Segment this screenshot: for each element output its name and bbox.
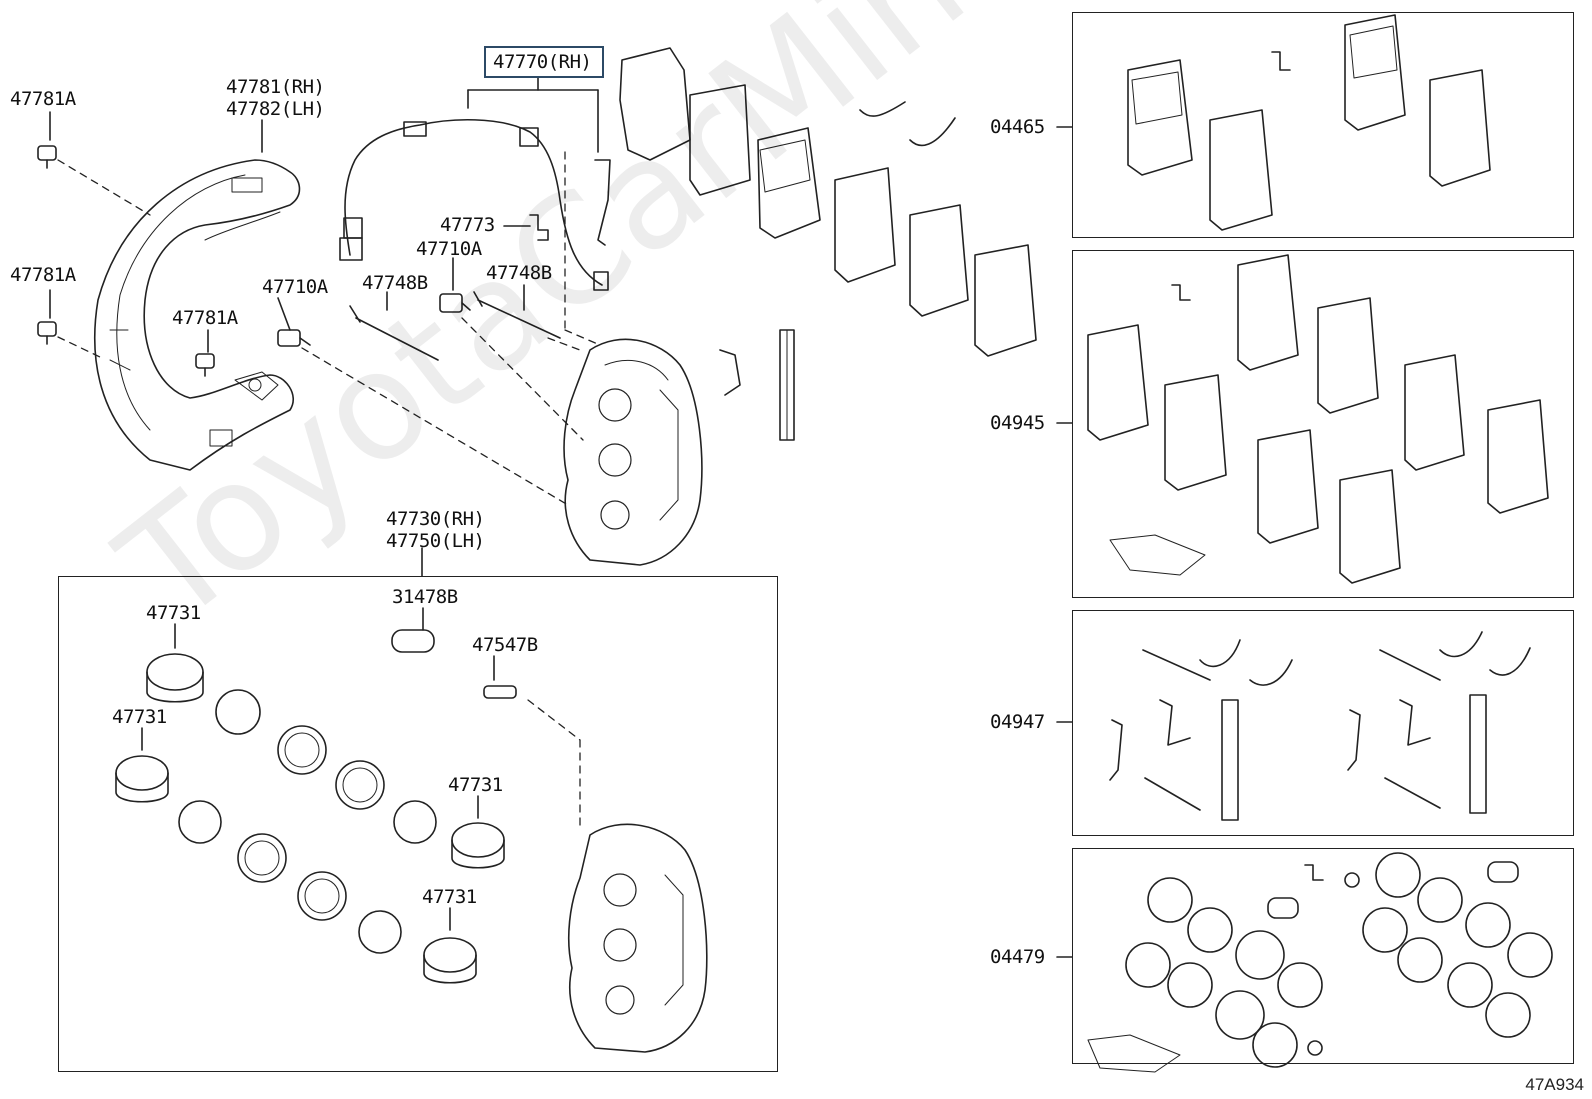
label-47731-2[interactable]: 47731 [112, 706, 167, 728]
label-47710a-1[interactable]: 47710A [416, 238, 482, 260]
label-47731-1[interactable]: 47731 [146, 602, 201, 624]
box-04465 [1072, 12, 1574, 238]
bolt-47710a-2 [439, 293, 471, 313]
diagram-code: 47A934 [1525, 1075, 1584, 1094]
leader-lines [49, 77, 1073, 958]
highlight-47770 [484, 46, 604, 78]
caliper-lower [567, 823, 708, 1053]
label-47770-rh[interactable]: 47770(RH) [493, 51, 592, 73]
bolt-47781a-2 [37, 321, 57, 345]
label-04465[interactable]: 04465 [990, 116, 1045, 138]
kit-04465-parts [1127, 14, 1491, 231]
bolt-47710a-1 [277, 329, 311, 347]
box-04479 [1072, 848, 1574, 1064]
label-47730-rh[interactable]: 47730(RH) [386, 508, 485, 530]
label-47782-lh[interactable]: 47782(LH) [226, 98, 325, 120]
label-31478b[interactable]: 31478B [392, 586, 458, 608]
pads-upper-center [619, 47, 1037, 441]
label-47748b-1[interactable]: 47748B [362, 272, 428, 294]
pistons-and-seals [115, 629, 517, 984]
kit-04945-parts [1087, 254, 1549, 584]
box-04947 [1072, 610, 1574, 836]
label-47748b-2[interactable]: 47748B [486, 262, 552, 284]
bolt-47781a-3 [195, 353, 215, 377]
label-04947[interactable]: 04947 [990, 711, 1045, 733]
caliper-upper [563, 338, 703, 566]
wear-sensor-wire [339, 118, 609, 291]
box-caliper-kit [58, 576, 778, 1072]
label-47781a-3[interactable]: 47781A [172, 307, 238, 329]
label-47710a-2[interactable]: 47710A [262, 276, 328, 298]
dashed-lines [57, 151, 601, 831]
label-47773[interactable]: 47773 [440, 214, 495, 236]
label-47781-rh[interactable]: 47781(RH) [226, 76, 325, 98]
clip-47773 [529, 214, 549, 241]
retainer-wire [594, 159, 611, 246]
bolt-47781a-1 [37, 145, 57, 169]
label-47750-lh[interactable]: 47750(LH) [386, 530, 485, 552]
dust-shield [93, 159, 301, 471]
label-47781a-1[interactable]: 47781A [10, 88, 76, 110]
label-47547b[interactable]: 47547B [472, 634, 538, 656]
pin-47748b-1 [349, 305, 439, 361]
pin-47748b-2 [473, 291, 561, 339]
box-04945 [1072, 250, 1574, 598]
label-47731-3[interactable]: 47731 [448, 774, 503, 796]
kit-04947-parts [1109, 631, 1531, 821]
label-47731-4[interactable]: 47731 [422, 886, 477, 908]
label-04479[interactable]: 04479 [990, 946, 1045, 968]
label-04945[interactable]: 04945 [990, 412, 1045, 434]
label-47781a-2[interactable]: 47781A [10, 264, 76, 286]
